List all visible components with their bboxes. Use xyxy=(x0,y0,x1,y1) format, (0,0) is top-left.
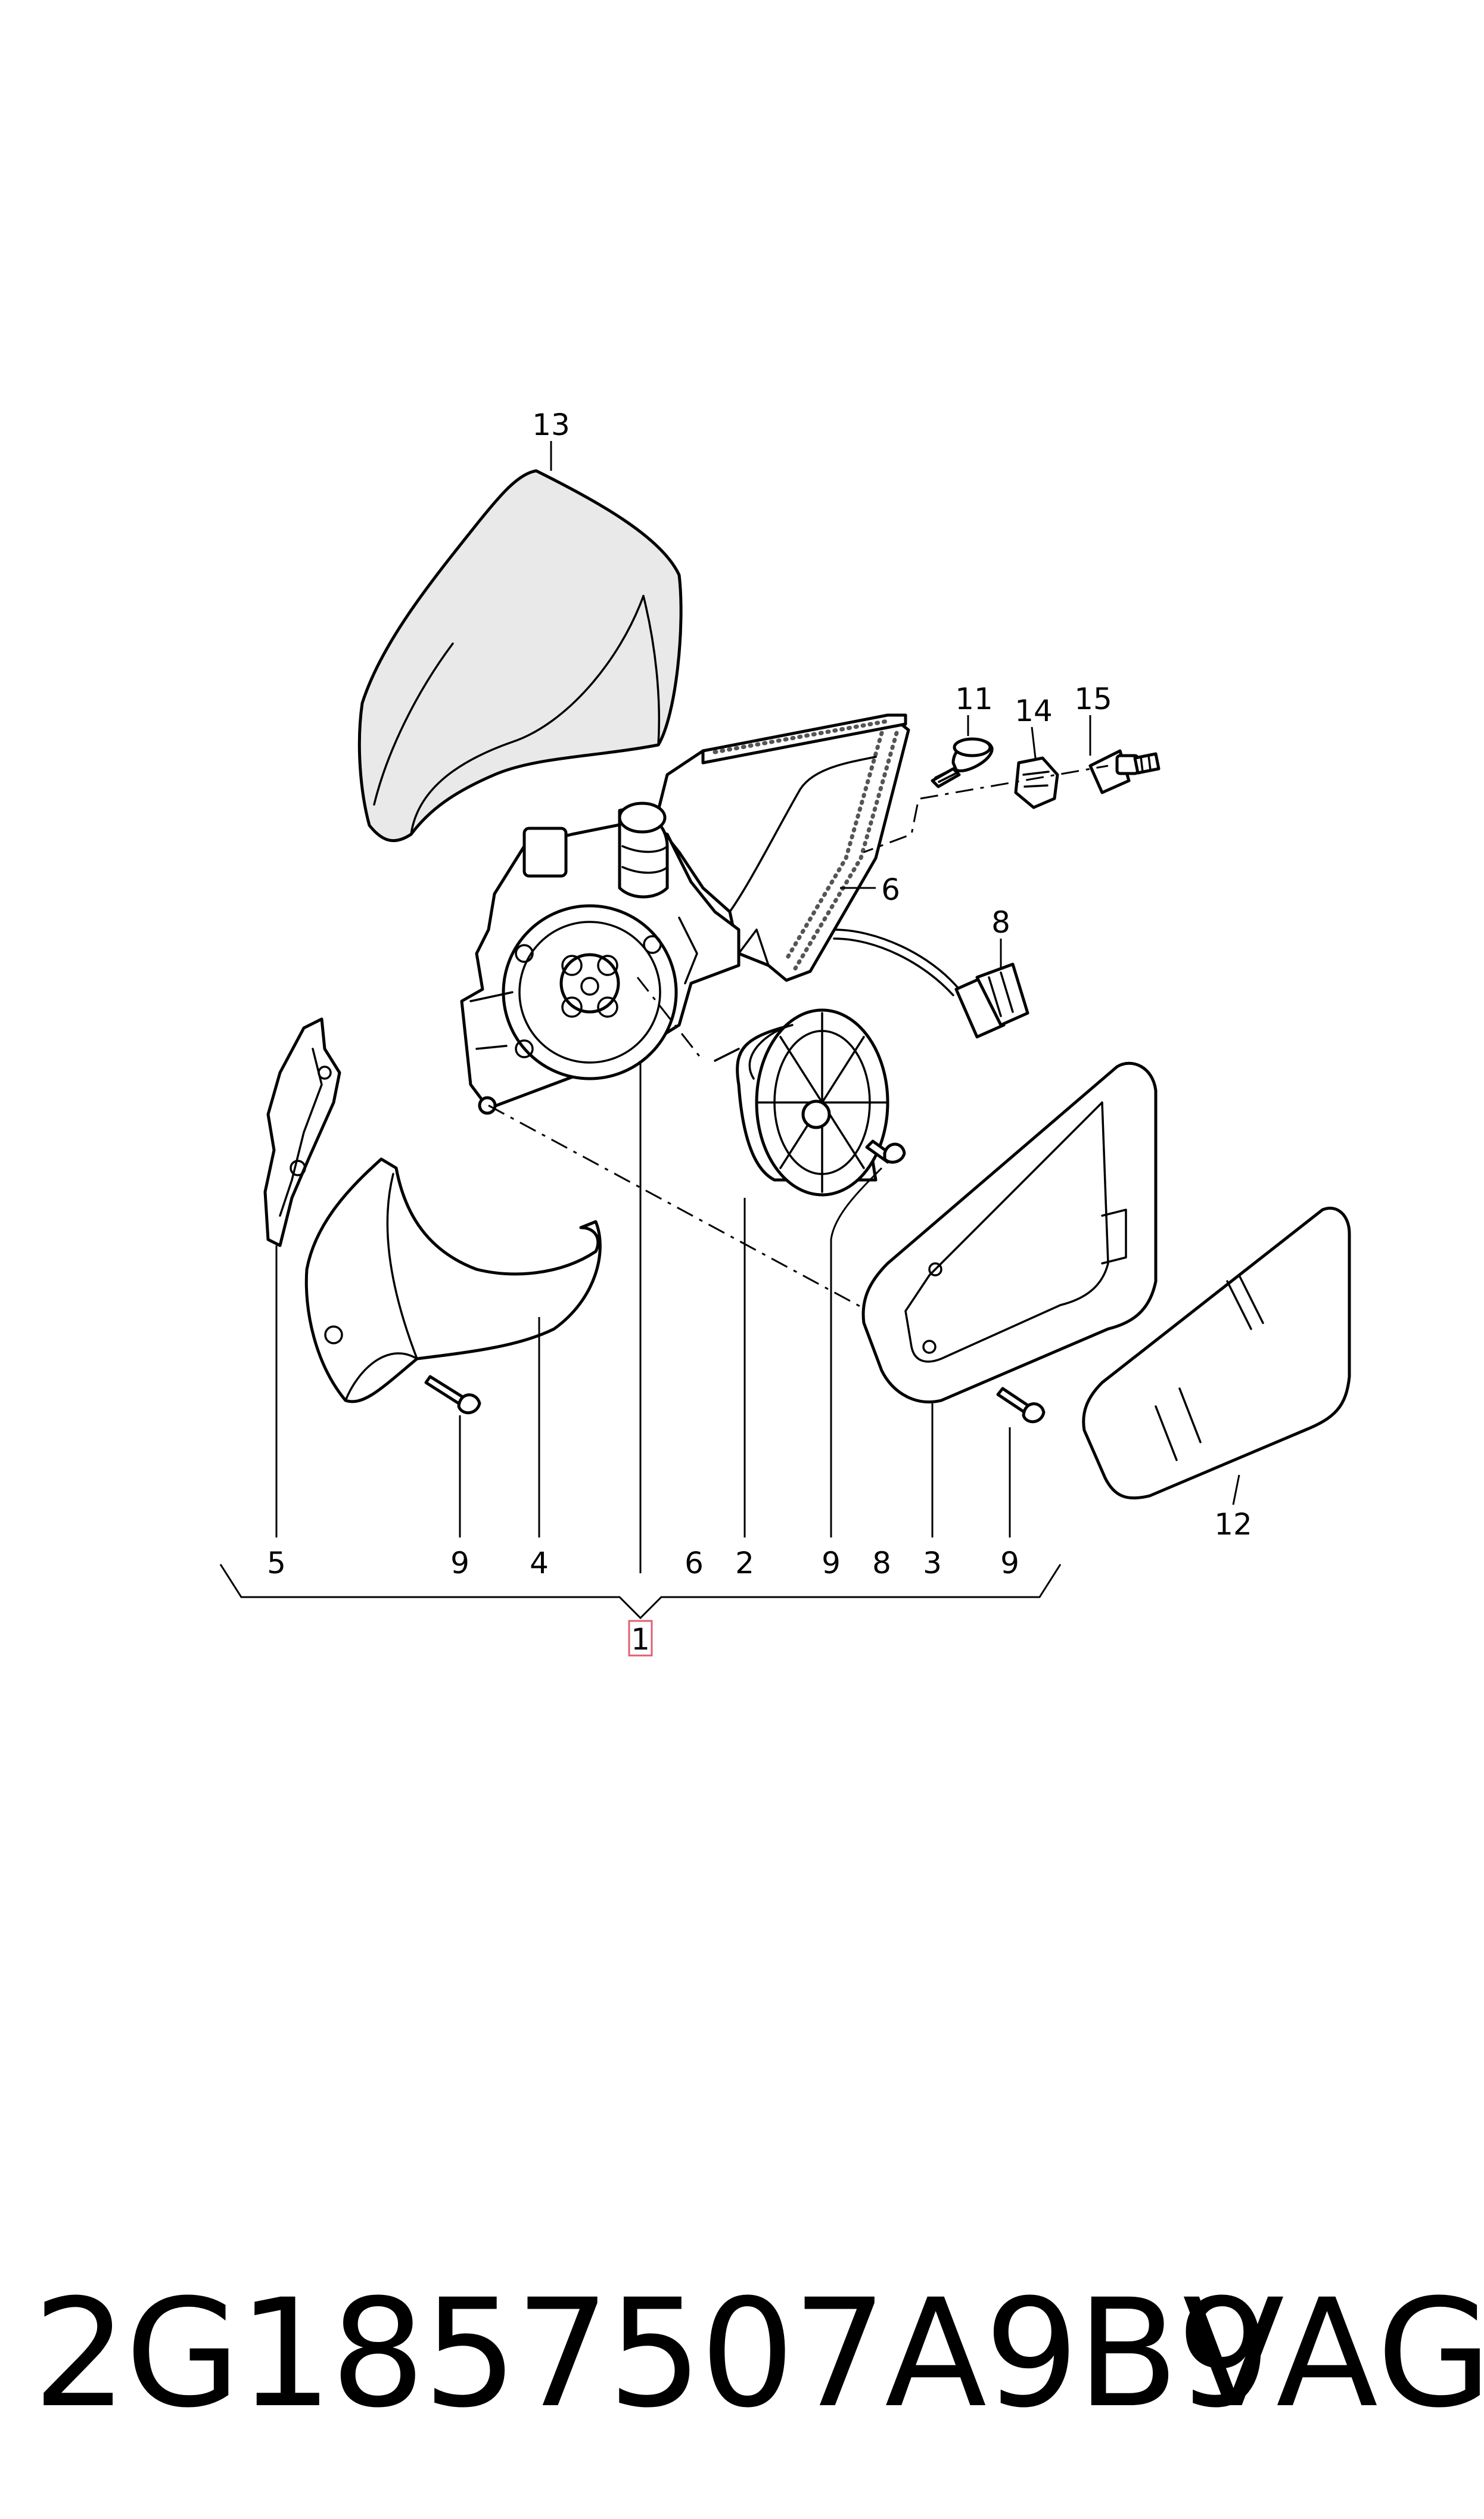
bottom-callout-9: 9 xyxy=(450,1546,469,1580)
bottom-callout-6: 6 xyxy=(685,1546,704,1580)
wiring-connector-part-8 xyxy=(833,928,1029,1039)
callout-15: 15 xyxy=(1074,682,1112,716)
bolt-part-11 xyxy=(931,737,994,788)
callout-labels: 13 11 14 15 6 8 12 1 5 9 4 6 2 9 8 3 9 xyxy=(267,408,1252,1657)
callout-6-upper: 6 xyxy=(881,872,900,907)
callout-12: 12 xyxy=(1214,1507,1252,1542)
mirror-housing-part-6 xyxy=(654,713,910,982)
assembly-line-upper-down xyxy=(863,804,919,853)
nut-part-14 xyxy=(1014,756,1059,809)
callout-14: 14 xyxy=(1015,694,1053,728)
leader-lines xyxy=(275,441,1240,1573)
callout-11: 11 xyxy=(955,682,993,716)
bottom-callout-9: 9 xyxy=(822,1546,841,1580)
bottom-callout-9: 9 xyxy=(1000,1546,1019,1580)
highlight-box xyxy=(628,1620,653,1657)
bottom-callout-8: 8 xyxy=(872,1546,891,1580)
brand-name: VAG xyxy=(1183,2267,1484,2440)
assembly-line-lower xyxy=(488,1104,930,1345)
screw-part-9-center xyxy=(865,1139,906,1164)
bottom-callout-4: 4 xyxy=(530,1546,549,1580)
assembly-line-center xyxy=(636,977,704,1061)
group-brace xyxy=(219,1564,1062,1620)
screw-part-9-left xyxy=(424,1375,481,1415)
lower-trim-part-4 xyxy=(304,1157,602,1403)
actuator-assembly-part-1 xyxy=(460,802,741,1115)
glass-frame-part-3 xyxy=(861,1061,1158,1404)
mirror-glass-part-12 xyxy=(1082,1206,1351,1500)
bottom-callout-5: 5 xyxy=(267,1546,286,1580)
screw-part-9-right xyxy=(996,1387,1046,1424)
callout-1: 1 xyxy=(631,1622,650,1657)
footer-caption: 2G1857507A9B9 VAG xyxy=(0,2259,1484,2449)
part-number: 2G1857507A9B9 xyxy=(33,2267,1271,2440)
callout-13: 13 xyxy=(532,408,570,442)
bracket-part-5 xyxy=(263,1017,341,1247)
assembly-line-upper xyxy=(920,765,1109,800)
glass-motor-part-2 xyxy=(714,1008,889,1197)
bottom-callout-3: 3 xyxy=(923,1546,942,1580)
clip-screw-part-15 xyxy=(1088,749,1161,794)
mirror-cap-part-13 xyxy=(357,469,683,843)
bottom-callout-2: 2 xyxy=(735,1546,754,1580)
callout-8-upper: 8 xyxy=(991,905,1010,940)
